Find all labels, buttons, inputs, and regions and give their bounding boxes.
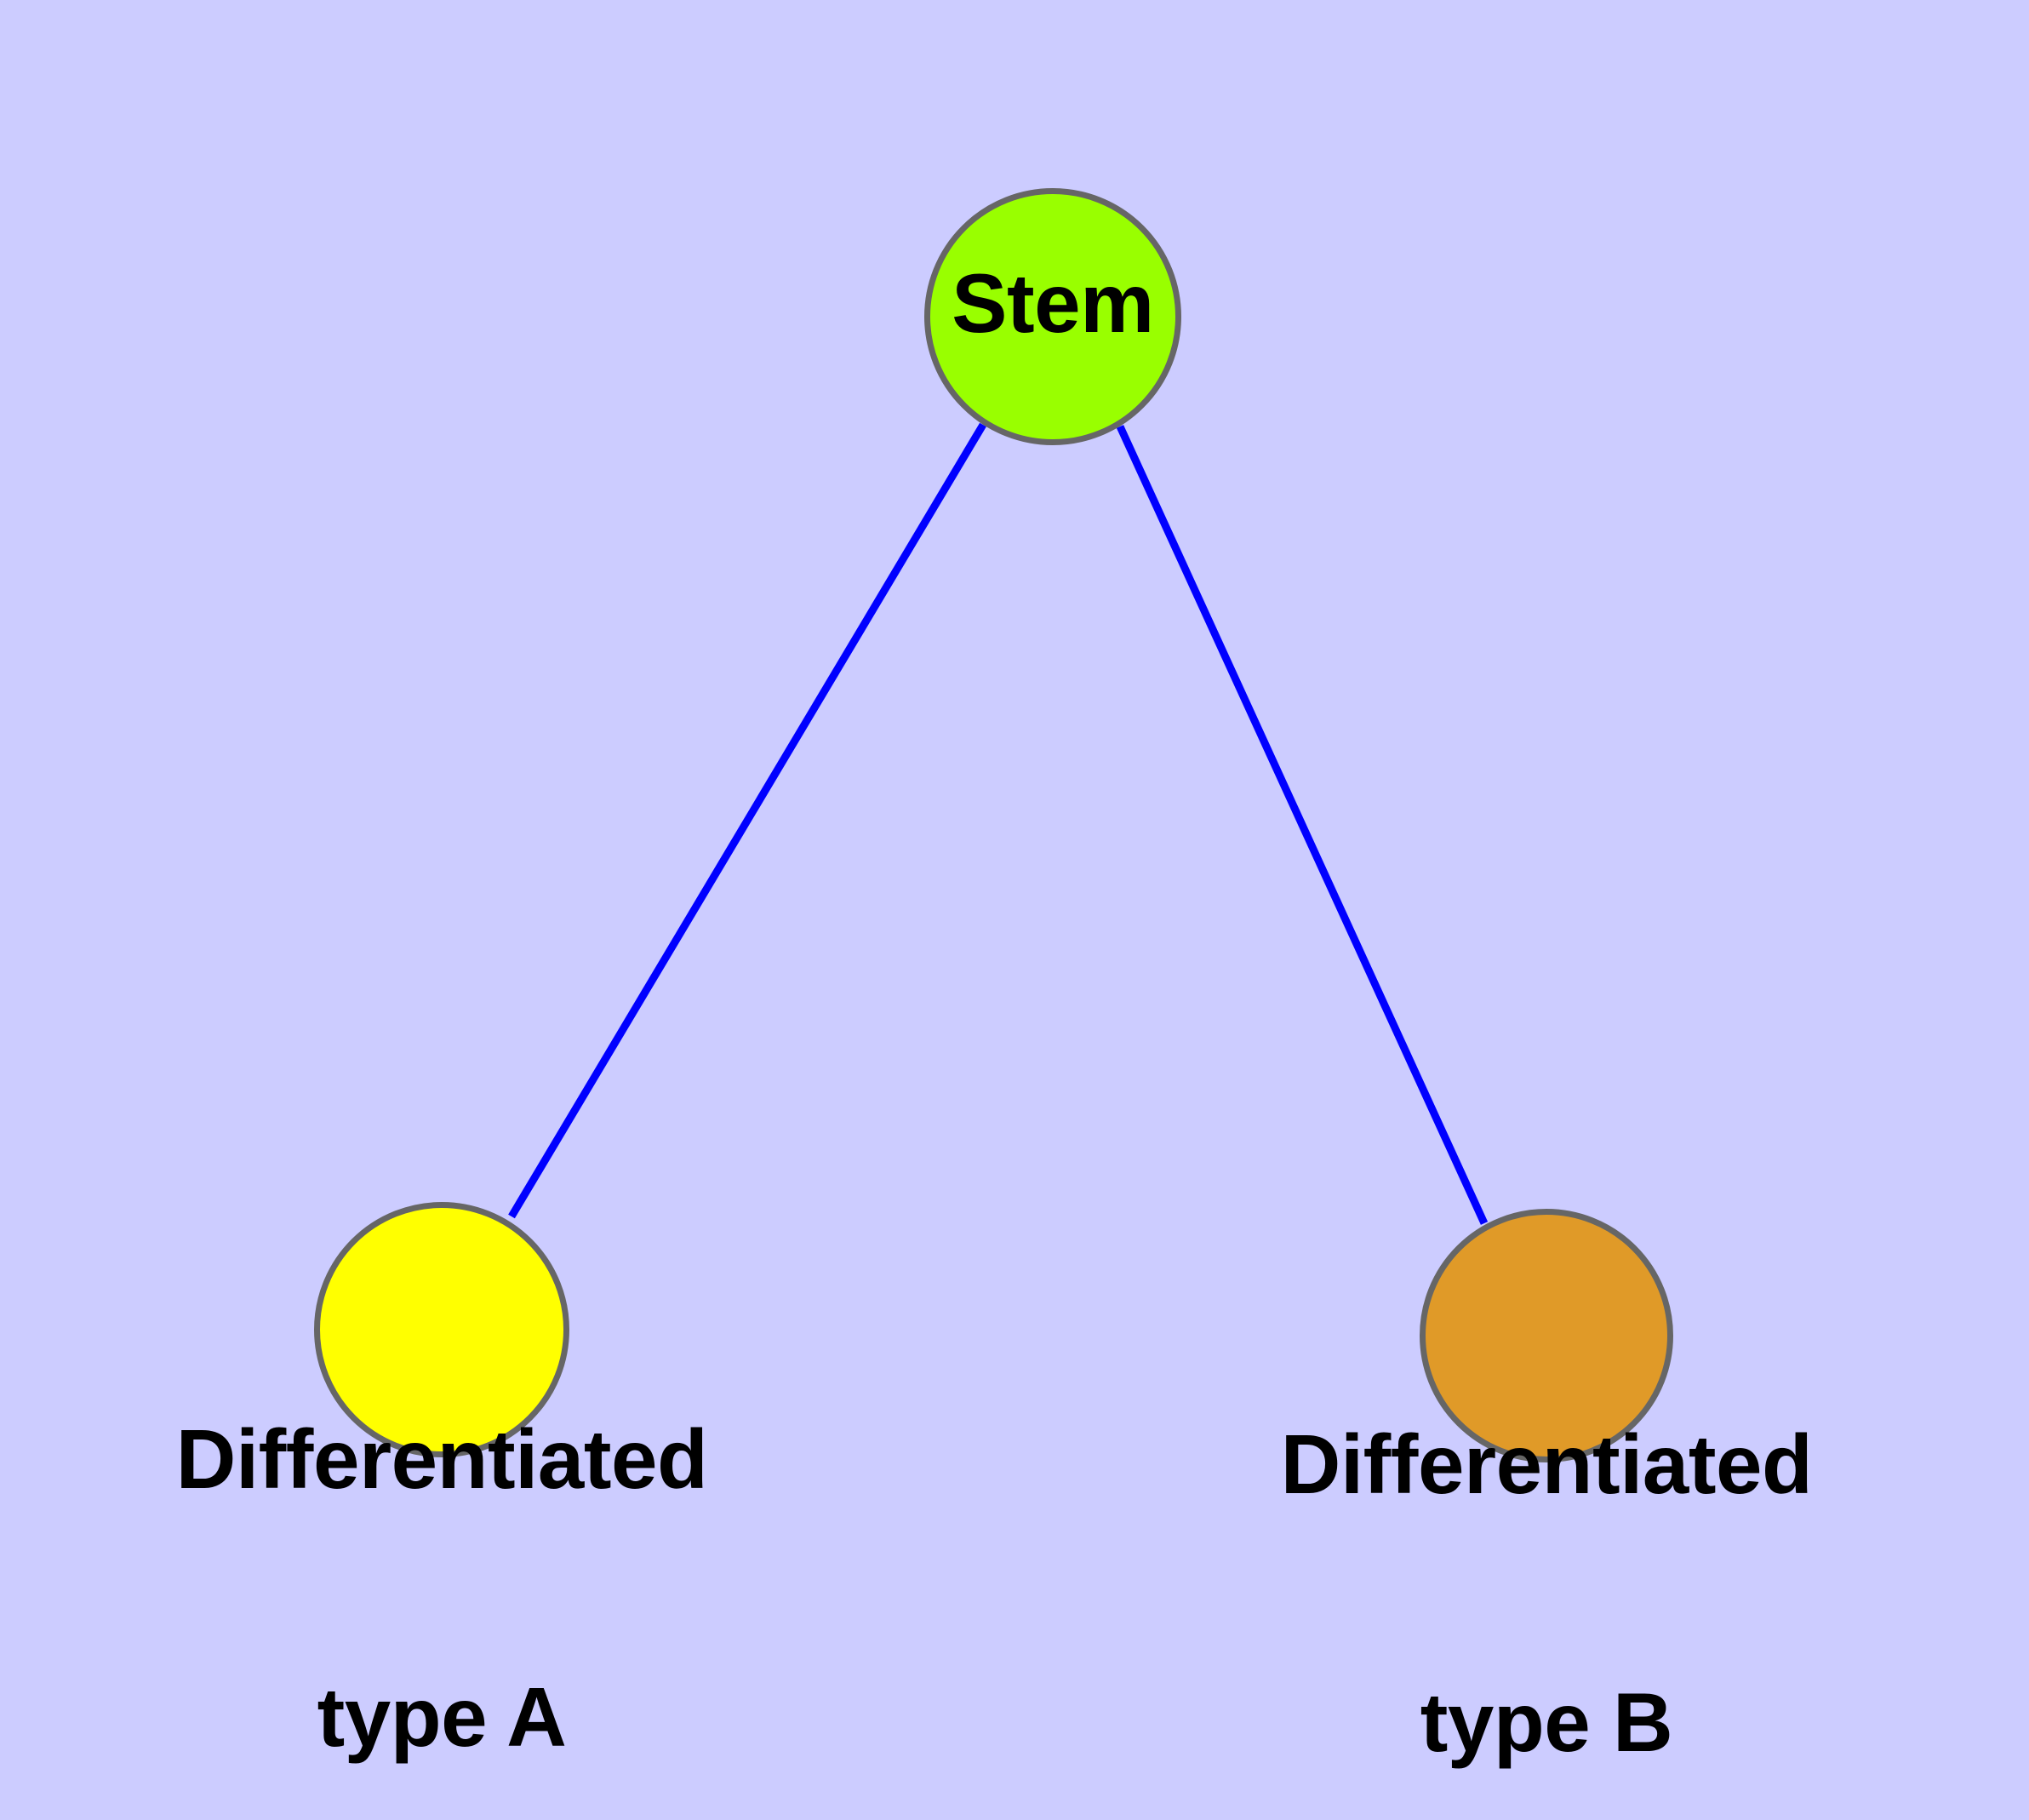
node-label-differentiated-type-b: Differentiated type B [1206, 1250, 1887, 1820]
edge-stem-to-diff-a [508, 422, 986, 1219]
node-differentiated-type-a[interactable] [314, 1202, 569, 1457]
edge-stem-to-diff-b [1116, 425, 1489, 1225]
node-label-line-1: Differentiated [1280, 1417, 1813, 1511]
node-label-line-2: type A [317, 1669, 567, 1764]
node-label-line-1: Differentiated [175, 1411, 708, 1506]
node-label-line-2: type B [1420, 1674, 1673, 1769]
node-label-differentiated-type-a: Differentiated type A [101, 1245, 782, 1820]
node-label-stem: Stem [952, 256, 1154, 350]
node-stem[interactable] [924, 188, 1181, 445]
node-differentiated-type-b[interactable] [1420, 1209, 1673, 1462]
